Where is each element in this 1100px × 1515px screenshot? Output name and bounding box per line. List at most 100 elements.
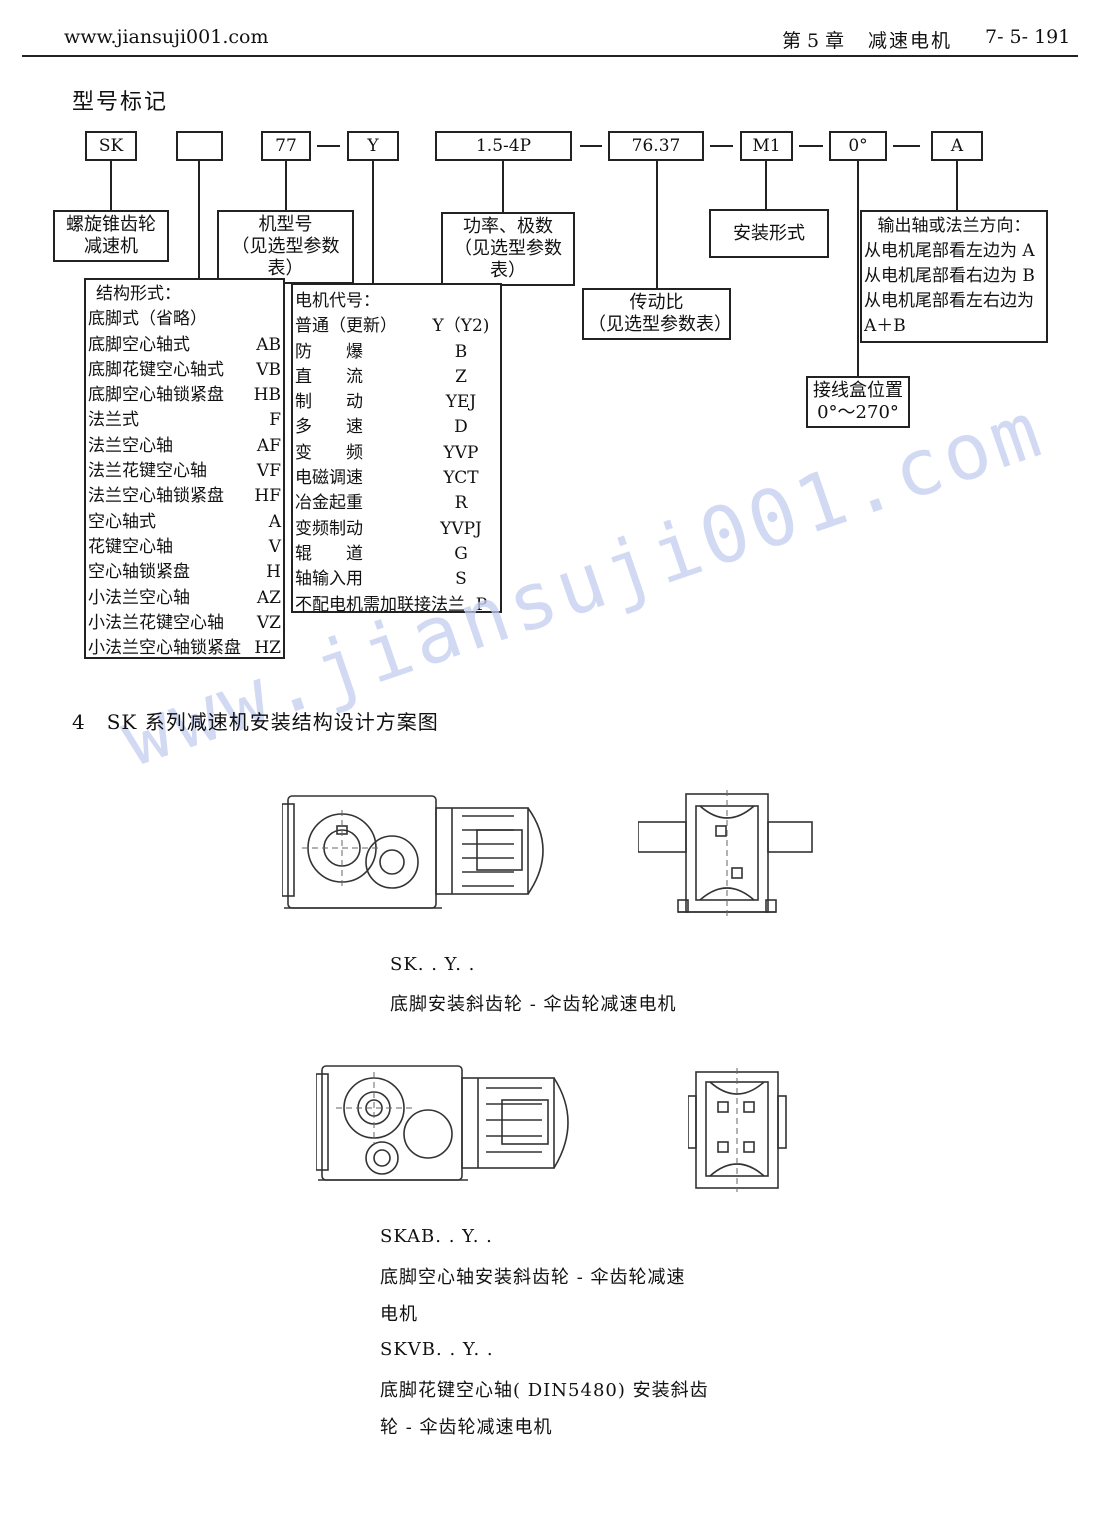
motor-item-code: G [454,543,468,564]
fig1-code: SK. . Y. . [390,954,476,975]
motor-item-name: 冶金起重 [295,493,363,514]
motor-item-name: 不配电机需加联接法兰 [295,594,465,615]
structure-item-code: HZ [254,638,281,659]
code-motor: Y [347,131,399,161]
motor-item-code: YVPJ [440,518,482,539]
fig2-description-2a: 底脚花键空心轴( DIN5480) 安装斜齿 [380,1380,709,1401]
figure-skab-front-view [688,1068,787,1192]
code-ratio: 76.37 [608,131,704,161]
label-mount-form: 安装形式 [709,209,829,258]
structure-item-row: 空心轴式 A [88,510,281,535]
code-power: 1.5-4P [435,131,572,161]
label-output-direction: 输出轴或法兰方向： 从电机尾部看左边为 A 从电机尾部看右边为 B 从电机尾部看… [860,210,1048,343]
motor-item-name: 轴输入用 [295,569,363,590]
motor-item-name: 辊 道 [295,543,363,564]
page-number: 7- 5- 191 [985,26,1071,48]
structure-item-name: 空心轴式 [88,511,156,532]
figure-sk-front-view [638,790,813,916]
structure-item-code: A [268,511,281,532]
code-sk: SK [85,131,137,161]
structure-item-code: HB [253,385,281,406]
structure-item-name: 底脚空心轴锁紧盘 [88,385,224,406]
motor-item-name: 多 速 [295,417,363,438]
fig2-code-2: SKVB. . Y. . [380,1339,494,1360]
structure-item-row: 小法兰花键空心轴 VZ [88,611,281,636]
header-website: www.jiansuji001.com [64,26,269,48]
motor-item-name: 制 动 [295,392,363,413]
model-code-connectors [110,145,958,376]
motor-item-row: 普通（更新）Y（Y2) [295,314,498,339]
motor-item-row: 不配电机需加联接法兰 P [295,593,498,618]
structure-item-row: 法兰空心轴锁紧盘 HF [88,484,281,509]
header-chapter: 第 5 章 [782,30,845,52]
structure-item-row: 底脚空心轴式 AB [88,333,281,358]
motor-item-row: 制 动 YEJ [295,390,498,415]
figure-skab-side-view [316,1065,569,1181]
header-divider [22,55,1078,57]
motor-item-code: S [455,569,467,590]
structure-item-name: 小法兰花键空心轴 [88,612,224,633]
motor-item-code: R [454,493,468,514]
structure-item-name: 法兰空心轴 [88,435,173,456]
motor-item-code: YCT [443,468,479,489]
structure-item-name: 法兰式 [88,410,139,431]
code-direction: A [931,131,983,161]
structure-item-name: 底脚空心轴式 [88,334,190,355]
structure-item-code: AB [256,334,281,355]
motor-item-code: P [475,594,488,615]
label-reducer: 螺旋锥齿轮减速机 [53,210,169,262]
motor-item-name: 电磁调速 [295,468,363,489]
motor-item-row: 电磁调速 YCT [295,466,498,491]
structure-item-name: 法兰花键空心轴 [88,461,207,482]
motor-item-code: D [454,417,468,438]
motor-item-row: 冶金起重 R [295,491,498,516]
label-power: 功率、极数（见选型参数表） [441,212,575,286]
structure-item-code: VZ [256,612,281,633]
label-model-no: 机型号（见选型参数表） [217,210,354,284]
structure-item-row: 底脚花键空心轴式 VB [88,358,281,383]
structure-item-code: VB [256,359,281,380]
motor-item-code: YEJ [445,392,477,413]
structure-item-name: 底脚式（省略） [88,309,207,330]
structure-item-name: 法兰空心轴锁紧盘 [88,486,224,507]
header-chapter-title: 减速电机 [868,30,953,52]
structure-item-row: 底脚空心轴锁紧盘 HB [88,383,281,408]
fig2-description-1b: 电机 [380,1304,418,1325]
structure-item-code: V [268,536,281,557]
structure-item-code: H [266,562,281,583]
motor-item-code: YVP [443,442,479,463]
motor-item-name: 防 爆 [295,341,363,362]
structure-item-row: 法兰花键空心轴 VF [88,459,281,484]
structure-item-name: 底脚花键空心轴式 [88,359,224,380]
motor-item-code: Z [455,366,467,387]
structure-item-name: 花键空心轴 [88,536,173,557]
fig2-description-1a: 底脚空心轴安装斜齿轮 - 伞齿轮减速 [380,1267,686,1288]
structure-item-code: AF [256,435,281,456]
code-mount: M1 [740,131,793,161]
fig2-description-2b: 轮 - 伞齿轮减速电机 [380,1417,553,1438]
structure-item-name: 小法兰空心轴 [88,587,190,608]
structure-item-code: VF [256,461,281,482]
structure-item-code: HF [254,486,281,507]
figure-sk-side-view [282,795,544,909]
structure-item-row: 法兰式 F [88,408,281,433]
structure-item-code: F [269,410,281,431]
motor-item-code: Y（Y2) [432,316,490,337]
code-angle: 0° [829,131,887,161]
label-ratio: 传动比（见选型参数表） [582,288,732,340]
section-title: 4 SK 系列减速机安装结构设计方案图 [72,710,439,734]
fig1-description: 底脚安装斜齿轮 - 伞齿轮减速电机 [390,994,677,1015]
motor-item-code: B [454,341,468,362]
